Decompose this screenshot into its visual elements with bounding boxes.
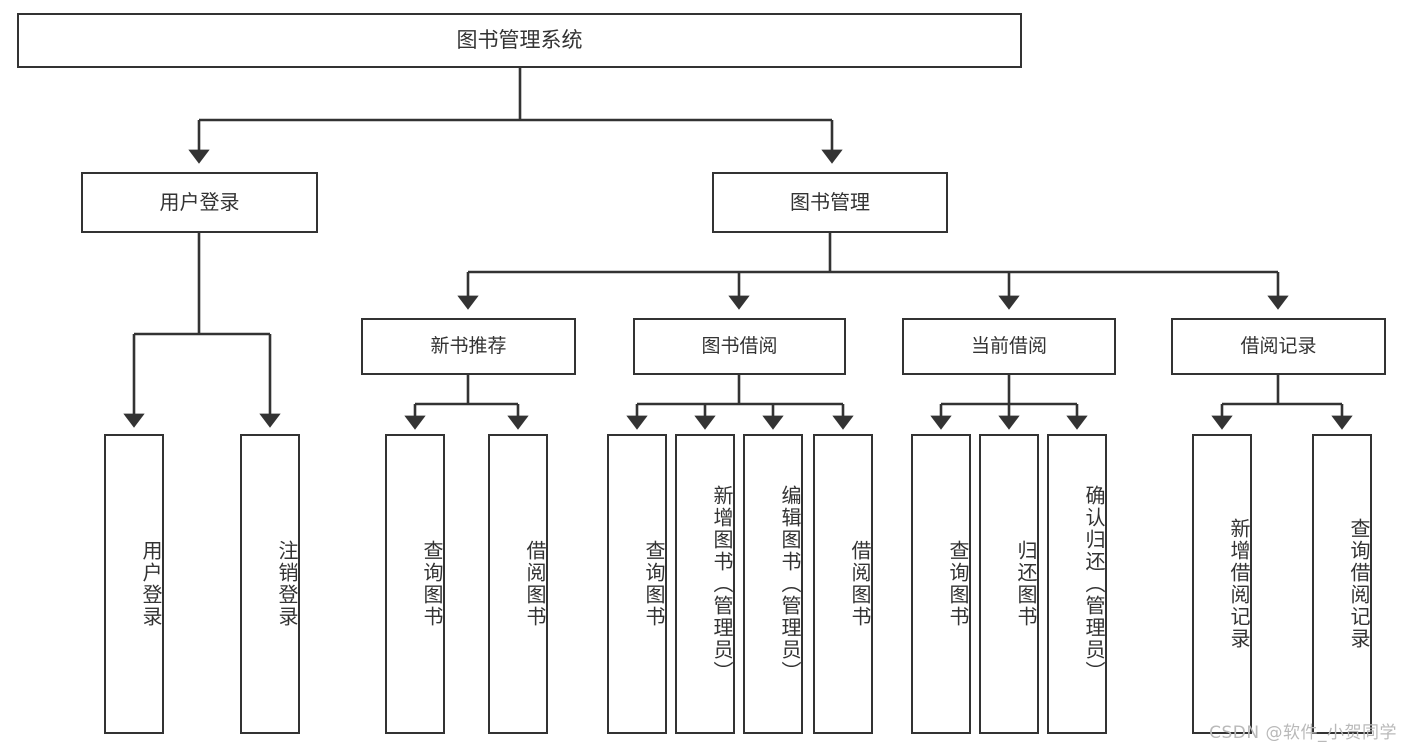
node-current-borrow[interactable]: 当前借阅 <box>902 318 1116 375</box>
node-new-book-recommend-label: 新书推荐 <box>430 335 507 358</box>
node-leaf-confirm-return-admin-label: 确认归还（管理员） <box>1082 485 1106 683</box>
node-book-borrow-label: 图书借阅 <box>701 335 778 358</box>
node-leaf-borrow-book-recommend-label: 借阅图书 <box>523 540 547 628</box>
node-leaf-user-login[interactable]: 用户登录 <box>104 434 164 734</box>
node-leaf-return-book-label: 归还图书 <box>1014 540 1038 628</box>
node-leaf-return-book[interactable]: 归还图书 <box>979 434 1039 734</box>
node-book-borrow[interactable]: 图书借阅 <box>633 318 846 375</box>
node-leaf-edit-book-admin-label: 编辑图书（管理员） <box>778 485 802 683</box>
node-book-management[interactable]: 图书管理 <box>712 172 948 233</box>
node-book-management-label: 图书管理 <box>790 189 870 214</box>
node-borrow-record[interactable]: 借阅记录 <box>1171 318 1386 375</box>
node-leaf-query-book-current-label: 查询图书 <box>946 540 970 628</box>
node-leaf-query-borrow-record-label: 查询借阅记录 <box>1347 518 1371 650</box>
node-leaf-add-book-admin-label: 新增图书（管理员） <box>710 485 734 683</box>
node-leaf-confirm-return-admin[interactable]: 确认归还（管理员） <box>1047 434 1107 734</box>
node-leaf-borrow-book-recommend[interactable]: 借阅图书 <box>488 434 548 734</box>
node-leaf-edit-book-admin[interactable]: 编辑图书（管理员） <box>743 434 803 734</box>
node-leaf-query-book-recommend[interactable]: 查询图书 <box>385 434 445 734</box>
node-user-login-label: 用户登录 <box>159 189 240 214</box>
node-leaf-add-book-admin[interactable]: 新增图书（管理员） <box>675 434 735 734</box>
node-leaf-logout-label: 注销登录 <box>275 540 299 628</box>
node-user-login[interactable]: 用户登录 <box>81 172 318 233</box>
node-leaf-query-borrow-record[interactable]: 查询借阅记录 <box>1312 434 1372 734</box>
node-leaf-borrow-book-label: 借阅图书 <box>848 540 872 628</box>
node-root-label: 图书管理系统 <box>456 28 583 53</box>
node-leaf-query-book-recommend-label: 查询图书 <box>420 540 444 628</box>
node-new-book-recommend[interactable]: 新书推荐 <box>361 318 576 375</box>
node-leaf-borrow-book[interactable]: 借阅图书 <box>813 434 873 734</box>
node-leaf-add-borrow-record-label: 新增借阅记录 <box>1227 518 1251 650</box>
node-borrow-record-label: 借阅记录 <box>1240 335 1317 358</box>
node-leaf-user-login-label: 用户登录 <box>139 540 163 628</box>
node-leaf-logout[interactable]: 注销登录 <box>240 434 300 734</box>
node-leaf-query-book-borrow[interactable]: 查询图书 <box>607 434 667 734</box>
csdn-watermark: CSDN @软件_小贺同学 <box>1209 723 1397 743</box>
node-leaf-add-borrow-record[interactable]: 新增借阅记录 <box>1192 434 1252 734</box>
node-current-borrow-label: 当前借阅 <box>970 335 1047 358</box>
node-root-book-management-system[interactable]: 图书管理系统 <box>17 13 1022 68</box>
node-leaf-query-book-borrow-label: 查询图书 <box>642 540 666 628</box>
node-leaf-query-book-current[interactable]: 查询图书 <box>911 434 971 734</box>
